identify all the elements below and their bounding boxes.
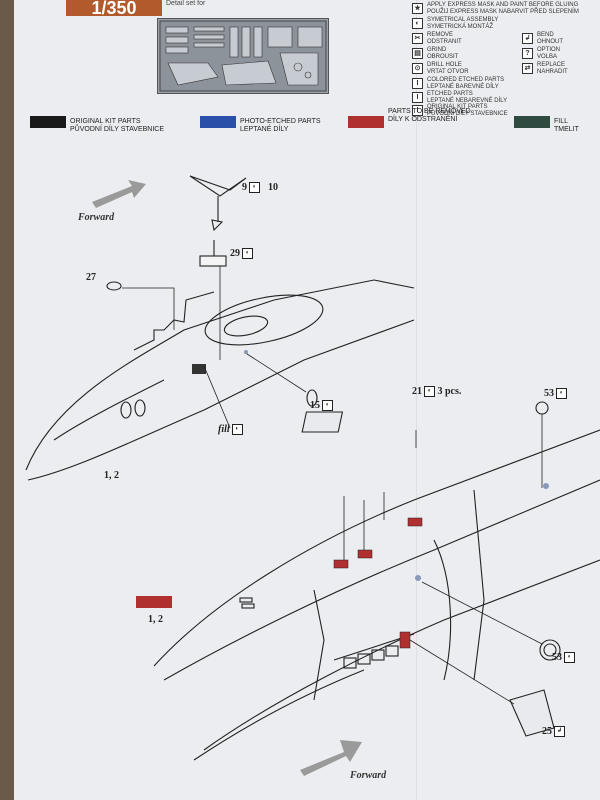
symmetrical-icon: ◐: [242, 248, 253, 260]
forward-arrow-top: [92, 180, 146, 208]
legend-grind: ▤ GRIND OBROUSIT: [412, 47, 458, 60]
photo-etch-fret-image: [157, 18, 329, 94]
color-swatch-etched: [200, 116, 236, 128]
part-label-9: 9◐: [242, 182, 260, 194]
replace-icon: ⇄: [522, 63, 533, 74]
legend-colored-etched: I COLORED ETCHED PARTS LEPTANÉ BAREVNÉ D…: [412, 77, 504, 90]
legend-bend: ↲ BEND OHNOUT: [522, 32, 563, 45]
header-subtitle: Detail set for: [166, 0, 206, 7]
legend-express-mask: ★ APPLY EXPRESS MASK AND PAINT BEFORE GL…: [412, 2, 579, 15]
color-label-etched: PHOTO-ETCHED PARTS LEPTANÉ DÍLY: [240, 118, 321, 133]
part-label-53-bottom: 53◐: [552, 652, 575, 664]
assembly-diagram: [25, 175, 600, 776]
symmetrical-icon: ◐: [249, 182, 260, 194]
original-parts-icon: I: [412, 105, 423, 116]
forward-label-bottom: Forward: [350, 770, 387, 781]
part-label-1-2-top: 1, 2: [104, 470, 119, 481]
grind-icon: ▤: [412, 48, 423, 59]
colored-etched-icon: I: [412, 78, 423, 89]
scale-badge: 1/350: [66, 0, 162, 17]
legend-original: I ORIGINAL KIT PARTS PŮVODNÍ DÍLY STAVEB…: [412, 104, 508, 117]
fill-label: fill◐: [218, 424, 243, 436]
etched-parts-icon: I: [412, 92, 423, 103]
part-label-25: 25↲: [542, 726, 565, 738]
express-mask-icon: ★: [412, 3, 423, 14]
symmetrical-icon: ◐: [412, 18, 423, 29]
color-swatch-removed: [348, 116, 384, 128]
legend-replace: ⇄ REPLACE NAHRADIT: [522, 62, 568, 75]
part-label-1-2-bottom: 1, 2: [148, 614, 163, 625]
hull-window-strip: [343, 645, 399, 669]
legend-symmetrical: ◐ SYMETRICAL ASSEMBLY SYMETRICKÁ MONTÁŽ: [412, 17, 498, 30]
symmetrical-icon: ◐: [231, 424, 243, 436]
symmetrical-icon: ◐: [556, 388, 567, 400]
bend-icon: ↲: [522, 33, 533, 44]
part-label-27: 27: [86, 272, 96, 283]
color-swatch-fill: [514, 116, 550, 128]
part-label-29: 29◐: [230, 248, 253, 260]
color-label-original: ORIGINAL KIT PARTS PŮVODNÍ DÍLY STAVEBNI…: [70, 118, 165, 133]
forward-arrow-bottom: [300, 740, 362, 776]
drill-icon: ⊙: [412, 63, 423, 74]
part-label-15: 15◐: [310, 400, 333, 412]
bend-icon: ↲: [554, 726, 565, 738]
part-label-10: 10: [268, 182, 278, 193]
legend-option: ? OPTION VOLBA: [522, 47, 560, 60]
legend-remove: ✂ REMOVE ODSTRANIT: [412, 32, 462, 45]
part-label-53-top: 53◐: [544, 388, 567, 400]
color-swatch-original: [30, 116, 66, 128]
legend-etched: I ETCHED PARTS LEPTANÉ NEBAREVNÉ DÍLY: [412, 91, 507, 104]
forward-label-top: Forward: [78, 212, 115, 223]
color-label-fill: FILL TMELIT: [554, 118, 579, 133]
symmetrical-icon: ◐: [322, 400, 333, 412]
remove-icon: ✂: [412, 33, 423, 44]
symmetrical-icon: ◐: [424, 386, 435, 398]
symmetrical-icon: ◐: [564, 652, 575, 664]
option-icon: ?: [522, 48, 533, 59]
legend-drill: ⊙ DRILL HOLE VRTAT OTVOR: [412, 62, 469, 75]
part-label-21: 21◐ 3 pcs.: [412, 386, 462, 398]
color-label-removed: PARTS TO BE REMOVED DÍLY K ODSTRANĚNÍ: [388, 108, 471, 123]
paper-fold: [416, 0, 418, 800]
instruction-sheet: 1/350 Detail set for ★ APPLY EXPRESS MAS…: [14, 0, 600, 800]
